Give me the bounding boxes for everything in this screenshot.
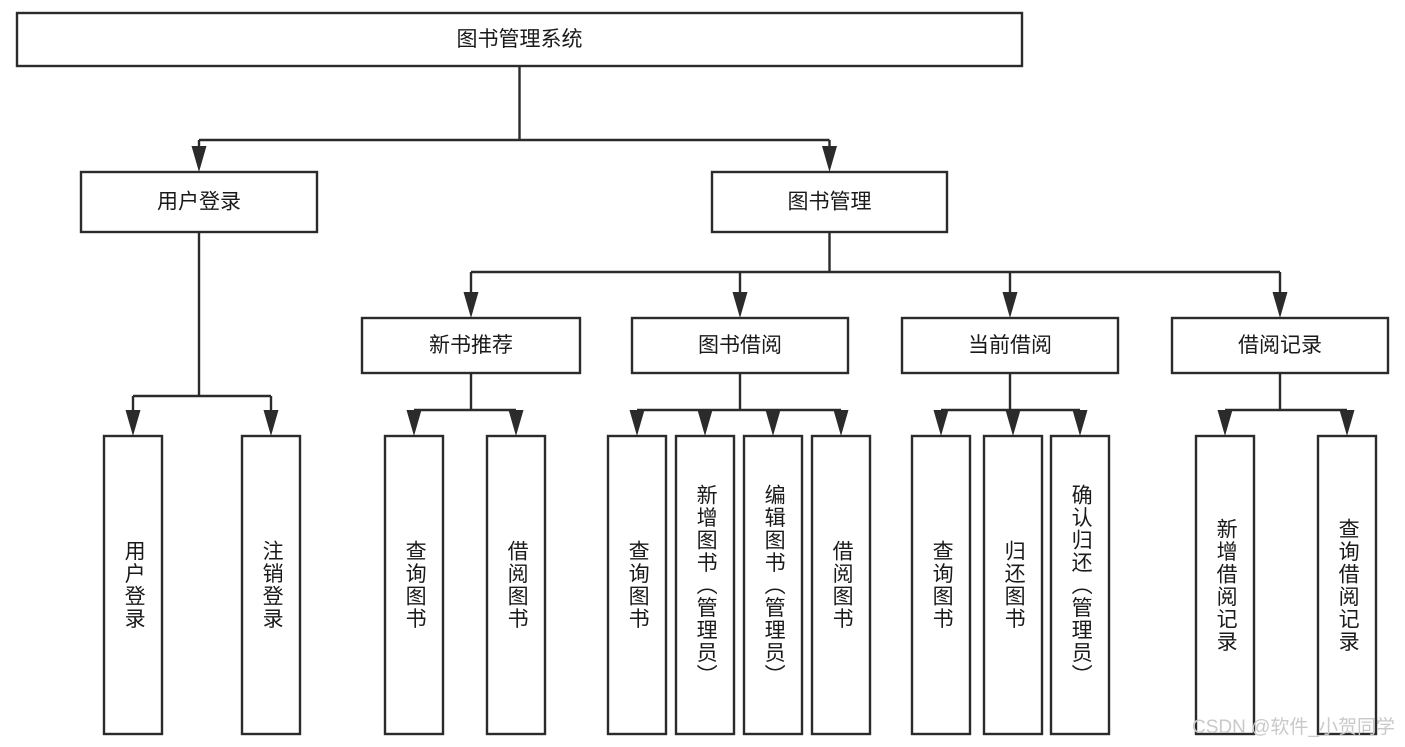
node-book-manage[interactable]: [710, 170, 949, 234]
node-leaf-add-book[interactable]: [674, 434, 736, 736]
node-leaf-query-book-2[interactable]: [606, 434, 668, 736]
node-leaf-return-book[interactable]: [982, 434, 1044, 736]
arrow-head-icon: [1002, 292, 1018, 318]
arrow-head-icon: [463, 292, 479, 318]
arrow-head-icon: [1217, 410, 1233, 436]
node-root[interactable]: [15, 11, 1024, 68]
arrow-head-icon: [1272, 292, 1288, 318]
node-leaf-add-record[interactable]: [1194, 434, 1256, 736]
node-leaf-query-book-3[interactable]: [910, 434, 972, 736]
arrow-head-icon: [697, 410, 713, 436]
arrow-head-icon: [833, 410, 849, 436]
arrow-head-icon: [406, 410, 422, 436]
arrow-head-icon: [1072, 410, 1088, 436]
arrow-head-icon: [732, 292, 748, 318]
arrow-head-icon: [1339, 410, 1355, 436]
node-label-book-borrow: 图书借阅: [698, 334, 782, 357]
arrow-head-icon: [1005, 410, 1021, 436]
node-label-borrow-record: 借阅记录: [1238, 334, 1322, 357]
arrow-head-icon: [629, 410, 645, 436]
node-leaf-borrow-book-2[interactable]: [810, 434, 872, 736]
arrow-head-icon: [125, 410, 141, 436]
node-label-new-book-recommend: 新书推荐: [429, 334, 513, 357]
node-label-current-borrow: 当前借阅: [968, 334, 1052, 357]
arrow-head-icon: [933, 410, 949, 436]
node-leaf-edit-book[interactable]: [742, 434, 804, 736]
node-label-book-manage: 图书管理: [788, 191, 872, 214]
boxes-layer: [15, 11, 1390, 736]
arrow-head-icon: [508, 410, 524, 436]
node-book-borrow[interactable]: [630, 316, 850, 375]
node-label-user-login: 用户登录: [157, 191, 241, 214]
arrow-head-icon: [765, 410, 781, 436]
node-user-login[interactable]: [79, 170, 319, 234]
arrow-head-icon: [191, 146, 207, 172]
node-leaf-logout[interactable]: [240, 434, 302, 736]
node-leaf-borrow-book-1[interactable]: [485, 434, 547, 736]
arrow-head-icon: [263, 410, 279, 436]
node-leaf-confirm-return[interactable]: [1049, 434, 1111, 736]
node-label-root: 图书管理系统: [457, 28, 583, 51]
csdn-watermark: CSDN @软件_小贺同学: [1192, 717, 1395, 738]
connectors-layer: [125, 66, 1355, 436]
node-leaf-user-login[interactable]: [102, 434, 164, 736]
node-leaf-query-record[interactable]: [1316, 434, 1378, 736]
arrow-head-icon: [822, 146, 837, 172]
node-new-book-recommend[interactable]: [360, 316, 582, 375]
node-borrow-record[interactable]: [1170, 316, 1390, 375]
node-current-borrow[interactable]: [900, 316, 1120, 375]
node-leaf-query-book-1[interactable]: [383, 434, 445, 736]
